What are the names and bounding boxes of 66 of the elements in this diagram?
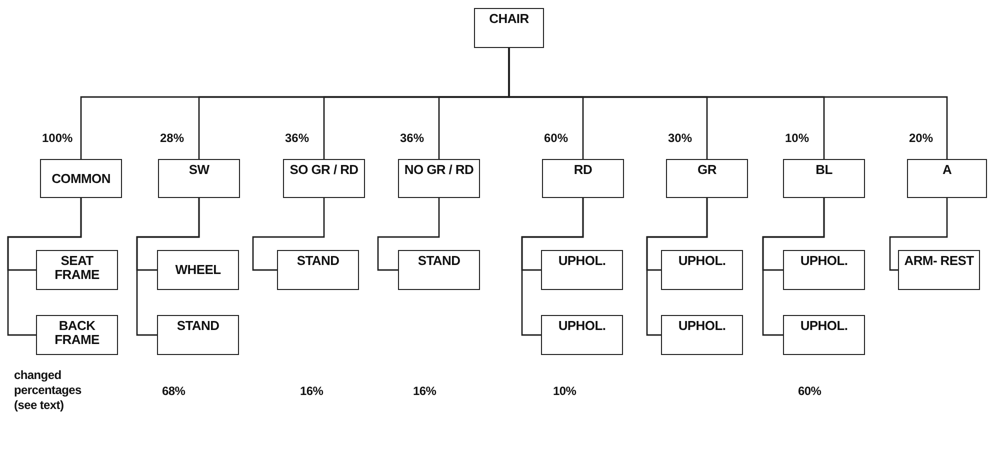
- component-name: STAND: [296, 254, 340, 268]
- component-name: NO GR / RD: [404, 163, 474, 177]
- component-name: A: [942, 163, 952, 177]
- component-name: UPHOL.: [558, 319, 606, 333]
- connector-line: [762, 198, 825, 336]
- percentage-label: 10%: [785, 131, 810, 145]
- component-name: UPHOL.: [558, 254, 606, 268]
- changed-percentage: 16%: [413, 384, 438, 399]
- component-name: BL: [816, 163, 832, 177]
- component-box: [398, 159, 480, 198]
- component-box: [907, 159, 987, 198]
- percentage-label: 36%: [285, 131, 310, 145]
- percentage-label: 20%: [909, 131, 934, 145]
- component-box: [36, 250, 118, 290]
- component-box: [40, 159, 122, 198]
- component-name: WHEEL: [175, 263, 221, 277]
- component-name: STAND: [418, 254, 460, 268]
- component-box: [541, 250, 623, 290]
- component-box: [157, 250, 239, 290]
- connector-line: [646, 198, 708, 336]
- percentage-label: 60%: [544, 131, 568, 145]
- component-box: [783, 159, 865, 198]
- component-box: [158, 159, 240, 198]
- percentage-label: 28%: [160, 131, 184, 145]
- connector-line: [136, 198, 200, 336]
- changed-percentage: 68%: [162, 384, 186, 399]
- component-box: [474, 8, 544, 48]
- row-caption: changed percentages (see text): [14, 368, 82, 413]
- component-name: UPHOL.: [800, 319, 848, 333]
- component-name: STAND: [176, 319, 220, 333]
- component-box: [783, 250, 865, 290]
- component-box: [542, 159, 624, 198]
- connector-line: [377, 198, 440, 271]
- component-name: ARM- REST: [904, 254, 974, 268]
- changed-percentage: 16%: [300, 384, 324, 399]
- percentage-label: 30%: [668, 131, 692, 145]
- connector-line: [521, 198, 584, 336]
- component-name: UPHOL.: [800, 254, 848, 268]
- component-box: [661, 250, 743, 290]
- component-box: [661, 315, 743, 355]
- component-box: [541, 315, 623, 355]
- component-box: [898, 250, 980, 290]
- percentage-label: 36%: [400, 131, 424, 145]
- component-name: COMMON: [52, 172, 110, 186]
- component-box: [157, 315, 239, 355]
- connector-line: [7, 198, 82, 336]
- component-name: UPHOL.: [678, 319, 726, 333]
- component-box: [783, 315, 865, 355]
- percentage-label: 100%: [42, 131, 73, 145]
- component-name: BACK FRAME: [54, 319, 100, 347]
- component-name: UPHOL.: [678, 254, 726, 268]
- connector-line: [889, 198, 948, 271]
- component-name: RD: [574, 163, 592, 177]
- component-name: CHAIR: [489, 12, 529, 26]
- component-name: SO GR / RD: [290, 163, 358, 177]
- component-box: [36, 315, 118, 355]
- changed-percentage: 60%: [798, 384, 822, 399]
- component-box: [398, 250, 480, 290]
- connector-line: [252, 198, 325, 271]
- component-box: [666, 159, 748, 198]
- component-box: [283, 159, 365, 198]
- changed-percentage: 10%: [553, 384, 578, 399]
- component-box: [277, 250, 359, 290]
- component-name: GR: [698, 163, 716, 177]
- component-name: SW: [188, 163, 210, 177]
- component-name: SEAT FRAME: [54, 254, 100, 282]
